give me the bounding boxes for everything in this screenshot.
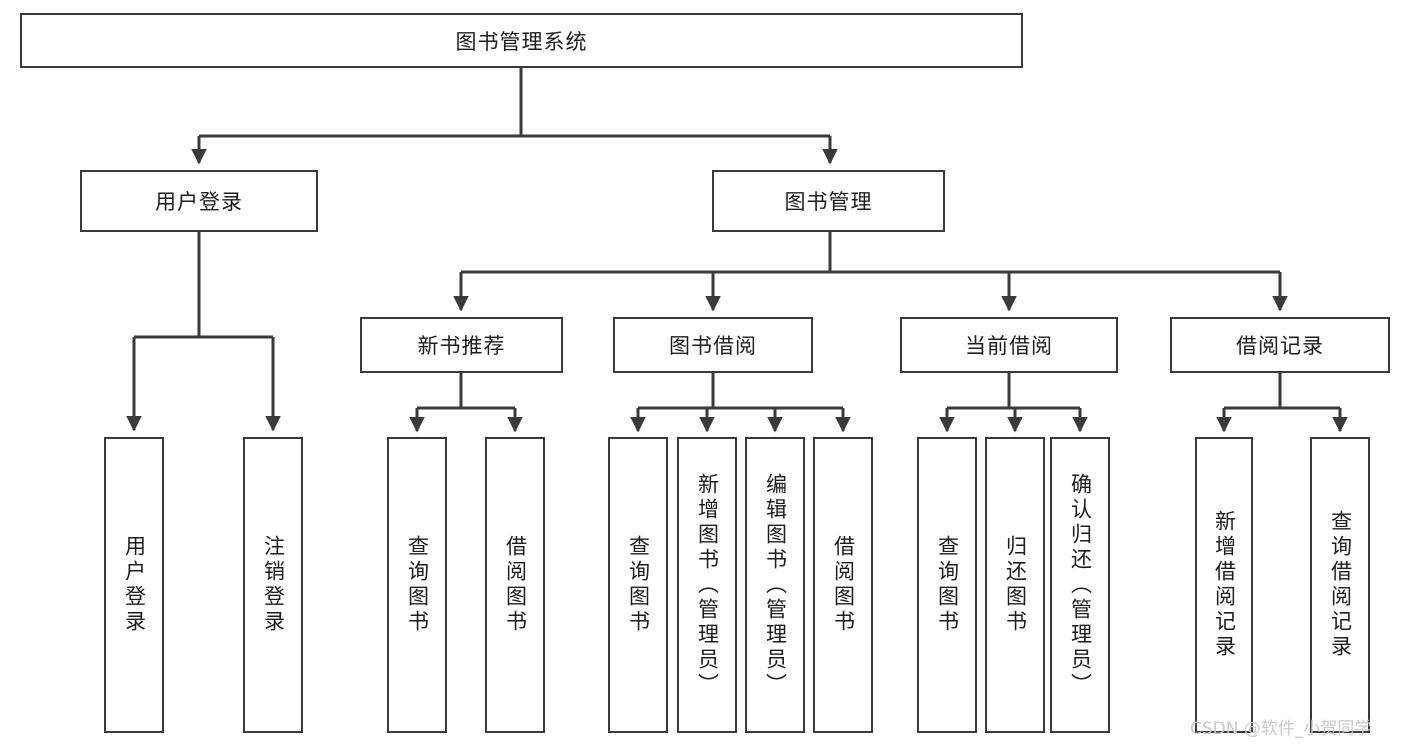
node-label: 查询图书 (626, 535, 651, 635)
node-label: 归还图书 (1003, 535, 1028, 635)
csdn-watermark: CSDN @软件_小贺同学 (1190, 719, 1372, 739)
leaf-query-book-1[interactable]: 查询图书 (387, 437, 447, 733)
node-label: 借阅图书 (831, 535, 856, 635)
node-book-borrow[interactable]: 图书借阅 (613, 317, 813, 373)
node-label: 查询图书 (935, 535, 960, 635)
node-label: 当前借阅 (965, 334, 1053, 358)
node-label: 借阅图书 (503, 535, 528, 635)
leaf-borrow-book-1[interactable]: 借阅图书 (485, 437, 545, 733)
node-label: 新书推荐 (417, 334, 506, 358)
node-label: 图书管理系统 (455, 29, 588, 54)
node-label: 确认归还（管理员） (1068, 472, 1093, 698)
leaf-query-record[interactable]: 查询借阅记录 (1310, 437, 1370, 733)
node-label: 编辑图书（管理员） (763, 472, 788, 698)
leaf-edit-book[interactable]: 编辑图书（管理员） (745, 437, 805, 733)
node-new-book-rec[interactable]: 新书推荐 (360, 317, 563, 373)
leaf-user-login[interactable]: 用户登录 (104, 437, 164, 733)
node-current-borrow[interactable]: 当前借阅 (900, 317, 1118, 373)
node-label: 注销登录 (261, 535, 286, 635)
node-root[interactable]: 图书管理系统 (20, 13, 1023, 68)
leaf-add-book[interactable]: 新增图书（管理员） (677, 437, 737, 733)
node-label: 用户登录 (155, 190, 243, 214)
node-label: 新增借阅记录 (1212, 510, 1237, 660)
leaf-return-book[interactable]: 归还图书 (985, 437, 1045, 733)
leaf-add-record[interactable]: 新增借阅记录 (1195, 437, 1253, 733)
leaf-query-book-3[interactable]: 查询图书 (917, 437, 977, 733)
node-book-manage[interactable]: 图书管理 (712, 170, 945, 232)
node-label: 图书管理 (784, 190, 873, 214)
node-borrow-record[interactable]: 借阅记录 (1170, 317, 1390, 373)
leaf-borrow-book-2[interactable]: 借阅图书 (813, 437, 873, 733)
node-user-login[interactable]: 用户登录 (80, 170, 318, 232)
leaf-confirm-return[interactable]: 确认归还（管理员） (1050, 437, 1110, 733)
node-label: 新增图书（管理员） (695, 472, 720, 698)
node-label: 借阅记录 (1236, 334, 1324, 358)
node-label: 图书借阅 (669, 334, 757, 358)
leaf-user-logout[interactable]: 注销登录 (243, 437, 303, 733)
node-label: 查询借阅记录 (1328, 510, 1353, 660)
leaf-query-book-2[interactable]: 查询图书 (608, 437, 668, 733)
node-label: 用户登录 (122, 535, 147, 635)
node-label: 查询图书 (405, 535, 430, 635)
